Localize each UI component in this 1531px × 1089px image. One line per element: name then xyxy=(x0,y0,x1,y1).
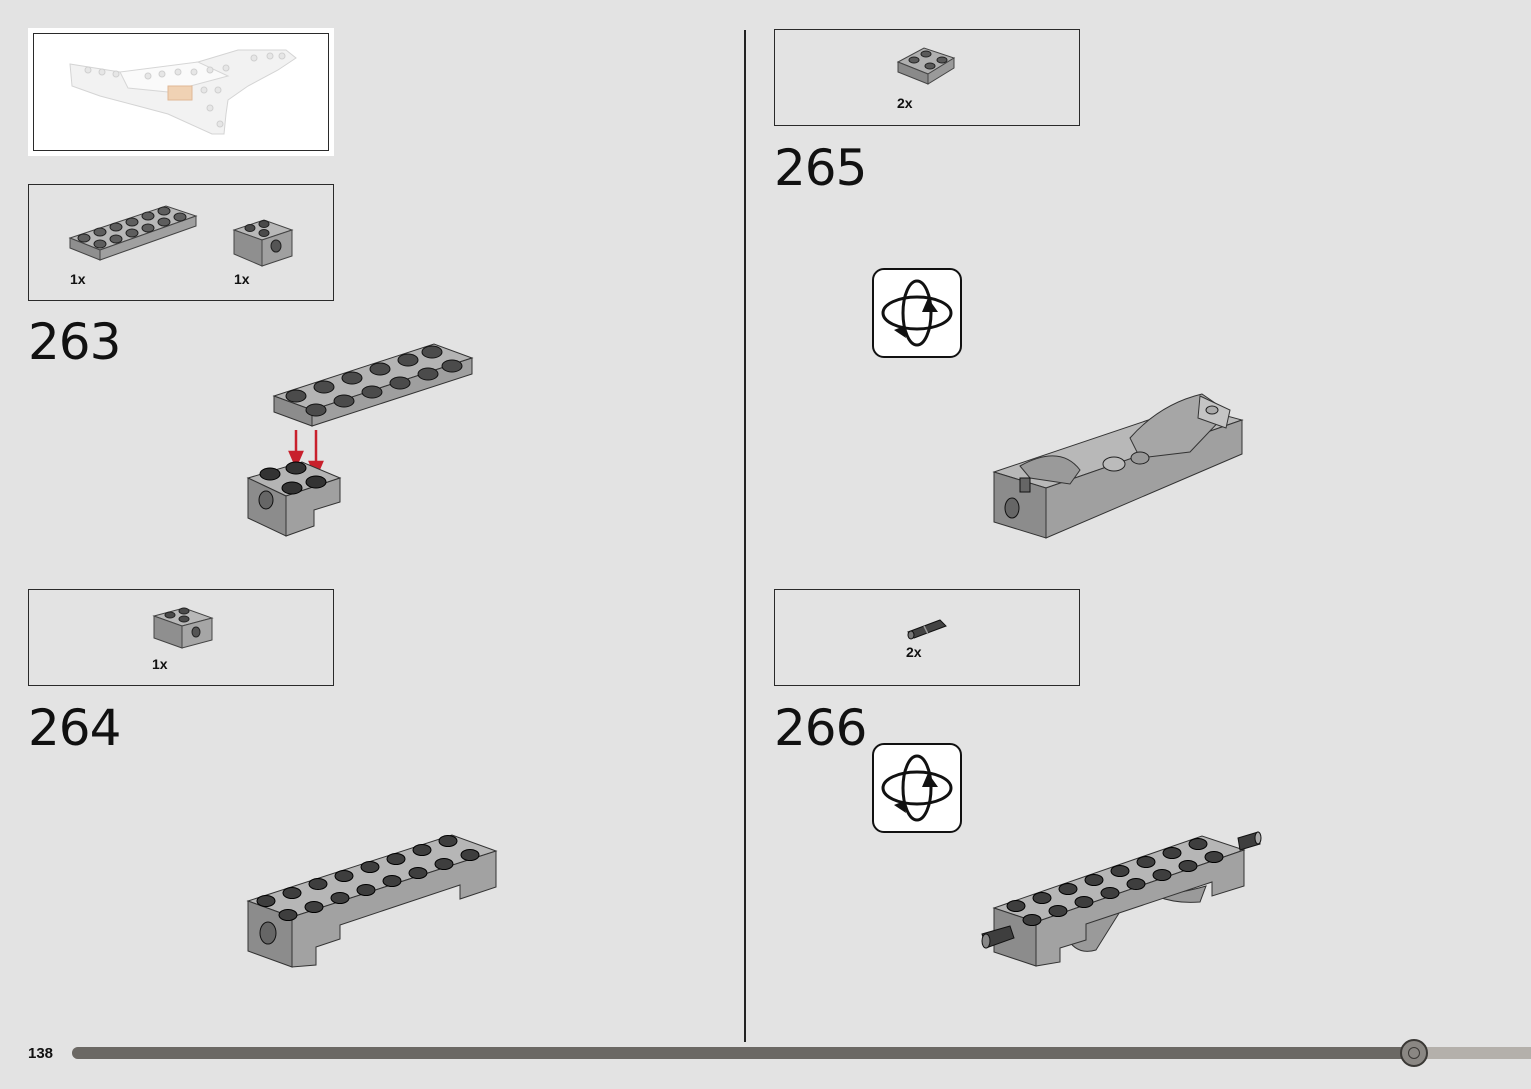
part-technic-pin-icon xyxy=(907,619,947,640)
progress-indicator-knob xyxy=(1400,1039,1428,1067)
step-number-263: 263 xyxy=(28,313,121,371)
part-qty-label: 2x xyxy=(897,95,913,111)
part-qty-label: 1x xyxy=(234,271,250,287)
step-265-assembly-illustration xyxy=(992,393,1244,539)
parts-list-step-264 xyxy=(28,589,334,686)
part-technic-brick-icon xyxy=(232,219,294,267)
part-qty-label: 1x xyxy=(152,656,168,672)
parts-list-step-266 xyxy=(774,589,1080,686)
part-plate-2x6-icon xyxy=(68,205,198,261)
step-number-266: 266 xyxy=(774,699,867,757)
step-264-assembly-illustration xyxy=(246,834,498,968)
submodel-overview-frame xyxy=(28,28,334,156)
step-number-265: 265 xyxy=(774,139,867,197)
rotate-model-icon xyxy=(872,743,962,833)
rotate-model-icon xyxy=(872,268,962,358)
step-266-assembly-illustration xyxy=(981,831,1262,967)
page-divider xyxy=(744,30,746,1042)
step-number-264: 264 xyxy=(28,699,121,757)
part-qty-label: 2x xyxy=(906,644,922,660)
submodel-overview-image xyxy=(69,49,297,135)
page-number: 138 xyxy=(28,1045,54,1062)
step-263-assembly-illustration xyxy=(246,343,474,537)
parts-list-step-263 xyxy=(28,184,334,301)
part-slope-curved-icon xyxy=(896,47,956,85)
parts-list-step-265 xyxy=(774,29,1080,126)
part-technic-brick-icon xyxy=(152,607,214,649)
progress-bar-fill xyxy=(72,1047,1414,1059)
part-qty-label: 1x xyxy=(70,271,86,287)
